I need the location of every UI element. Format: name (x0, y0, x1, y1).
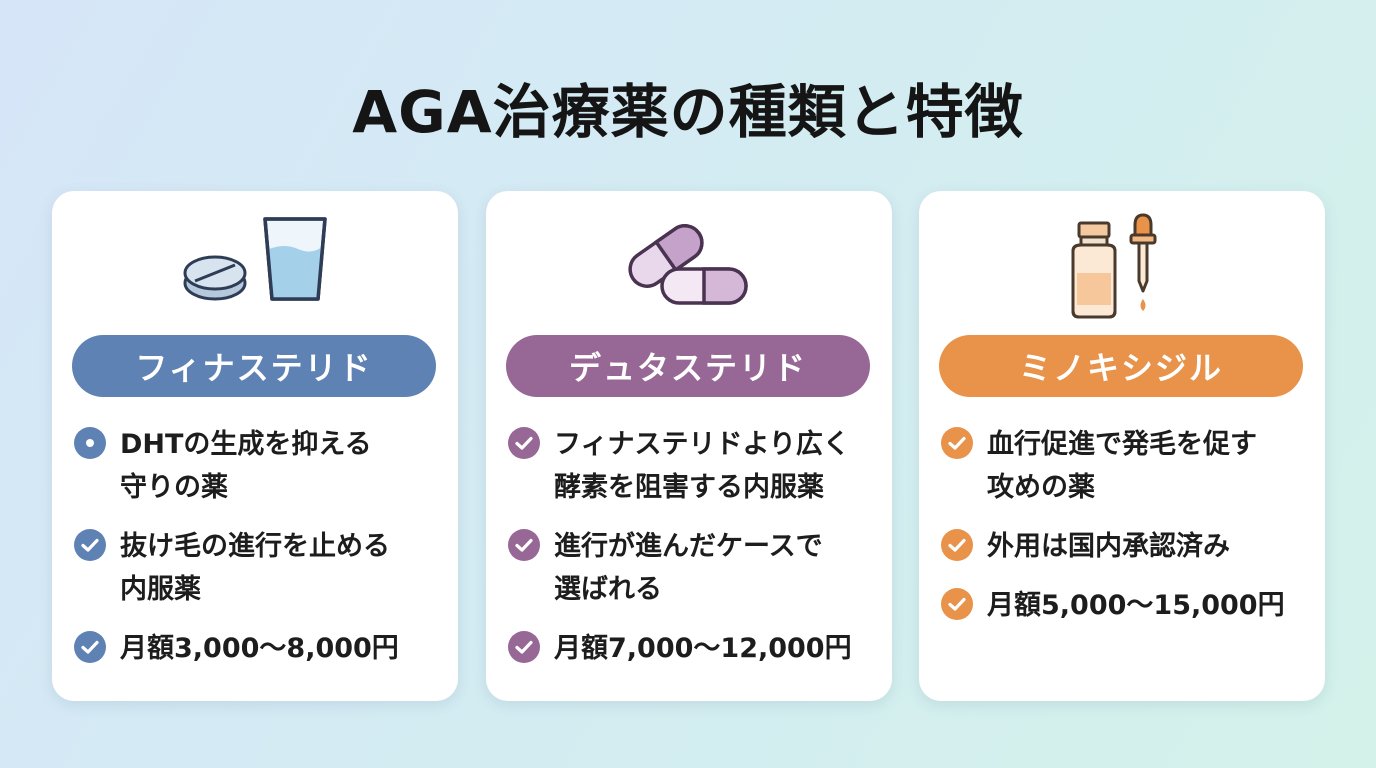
feature-text: 月額5,000〜15,000円 (987, 590, 1285, 621)
card-minoxidil: ミノキシジル 血行促進で発毛を促す 攻めの薬 外用は国内承認済み 月額5,000… (919, 191, 1325, 701)
list-item: 月額3,000〜8,000円 (74, 627, 444, 670)
check-icon (508, 529, 540, 561)
feature-text: 血行促進で発毛を促す 攻めの薬 (987, 429, 1257, 503)
feature-text: 抜け毛の進行を止める 内服薬 (120, 531, 390, 605)
feature-text: 月額3,000〜8,000円 (120, 633, 399, 664)
feature-text: DHTの生成を抑える 守りの薬 (120, 429, 372, 503)
feature-list: DHTの生成を抑える 守りの薬 抜け毛の進行を止める 内服薬 月額3,000〜8… (74, 423, 444, 686)
card-finasteride: フィナステリド DHTの生成を抑える 守りの薬 抜け毛の進行を止める 内服薬 月… (52, 191, 458, 701)
capsules-icon (486, 211, 892, 311)
list-item: 血行促進で発毛を促す 攻めの薬 (941, 423, 1311, 509)
card-dutasteride: デュタステリド フィナステリドより広く 酵素を阻害する内服薬 進行が進んだケース… (486, 191, 892, 701)
feature-text: 月額7,000〜12,000円 (554, 633, 852, 664)
check-icon (508, 427, 540, 459)
check-icon (74, 529, 106, 561)
check-icon (941, 427, 973, 459)
feature-list: 血行促進で発毛を促す 攻めの薬 外用は国内承認済み 月額5,000〜15,000… (941, 423, 1311, 643)
list-item: フィナステリドより広く 酵素を阻害する内服薬 (508, 423, 878, 509)
drug-label-dutasteride: デュタステリド (506, 335, 870, 397)
check-icon (508, 631, 540, 663)
drug-label-minoxidil: ミノキシジル (939, 335, 1303, 397)
feature-text: フィナステリドより広く 酵素を阻害する内服薬 (554, 429, 850, 503)
bullet-dot-icon (74, 427, 106, 459)
check-icon (74, 631, 106, 663)
feature-text: 外用は国内承認済み (987, 531, 1230, 562)
drug-label-finasteride: フィナステリド (72, 335, 436, 397)
pill-and-water-glass-icon (52, 211, 458, 311)
feature-text: 進行が進んだケースで 選ばれる (554, 531, 823, 605)
list-item: 進行が進んだケースで 選ばれる (508, 525, 878, 611)
check-icon (941, 588, 973, 620)
list-item: 外用は国内承認済み (941, 525, 1311, 568)
check-icon (941, 529, 973, 561)
list-item: 月額5,000〜15,000円 (941, 584, 1311, 627)
list-item: 月額7,000〜12,000円 (508, 627, 878, 670)
list-item: 抜け毛の進行を止める 内服薬 (74, 525, 444, 611)
list-item: DHTの生成を抑える 守りの薬 (74, 423, 444, 509)
page-title: AGA治療薬の種類と特徴 (352, 78, 1024, 146)
bottle-and-dropper-icon (919, 211, 1325, 319)
feature-list: フィナステリドより広く 酵素を阻害する内服薬 進行が進んだケースで 選ばれる 月… (508, 423, 878, 686)
